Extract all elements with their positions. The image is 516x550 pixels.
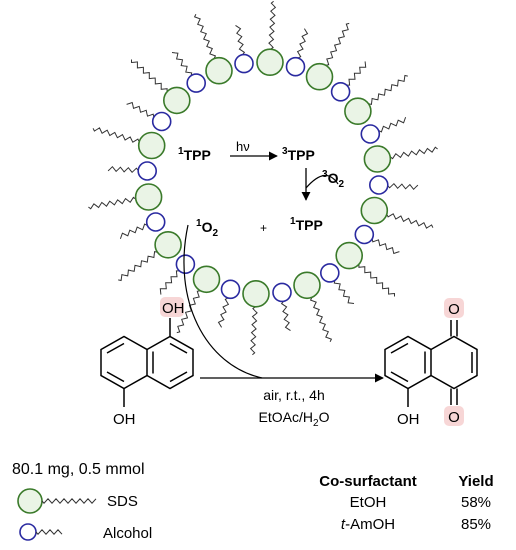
product-hydroxyl: OH: [397, 411, 420, 428]
row-ethanol-yield: 58%: [461, 494, 491, 511]
alcohol-tail: [387, 182, 419, 191]
alcohol-head: [186, 73, 206, 93]
alcohol-head: [330, 82, 351, 102]
alcohol-head: [151, 111, 172, 132]
micelle: [88, 0, 438, 356]
alcohol-head: [234, 53, 254, 74]
carbonyl-highlight-bottom: [444, 406, 464, 426]
sds-tail: [386, 213, 434, 229]
sds-tail: [176, 290, 201, 334]
legend-label-alcohol: Alcohol: [103, 525, 152, 542]
sds-head: [163, 86, 191, 115]
sds-head: [134, 183, 163, 211]
sds-tail: [268, 0, 277, 50]
alcohol-tail: [333, 280, 355, 304]
sds-head: [205, 56, 233, 85]
product-oxo-top: O: [448, 301, 460, 318]
singlet-oxygen-label: 1O2: [196, 218, 218, 239]
sds-head: [293, 271, 321, 300]
sds-head-icon: [17, 488, 43, 514]
sds-head: [344, 97, 372, 125]
sds-head: [242, 279, 270, 308]
alcohol-head: [354, 224, 375, 245]
alcohol-head-icon: [19, 523, 37, 541]
sds-tail: [193, 13, 217, 59]
alcohol-head: [145, 212, 166, 232]
sds-tail: [92, 127, 140, 143]
photosensitization-cycle: 1TPP hν 3TPP 3O2 1O2 + 1TPP: [178, 139, 344, 379]
sds-tail: [368, 74, 408, 105]
sds-tail: [358, 264, 395, 297]
alcohol-head: [368, 175, 389, 195]
alcohol-head: [220, 279, 241, 300]
legend-item-alcohol: Alcohol: [19, 523, 152, 542]
tpp-triplet-label: 3TPP: [282, 146, 315, 163]
sds-head: [154, 231, 182, 259]
alcohol-tail: [126, 101, 155, 118]
alcohol-head: [175, 254, 196, 275]
alcohol-tail: [119, 223, 148, 239]
sds-tail: [389, 146, 438, 160]
alcohol-tail: [217, 297, 230, 328]
product: [384, 320, 478, 407]
alcohol-head: [137, 161, 157, 181]
sm-hydroxyl-top: OH: [162, 300, 185, 317]
header-co-surfactant: Co-surfactant: [319, 473, 417, 490]
results-table: Co-surfactant Yield EtOH 58% t-AmOH 85%: [319, 473, 493, 533]
alcohol-tail: [235, 24, 246, 56]
triplet-oxygen-label: 3O2: [322, 169, 344, 190]
tpp-singlet-label: 1TPP: [178, 146, 211, 163]
sds-tail-icon: [41, 498, 97, 504]
micelle-heads: [134, 48, 392, 308]
alcohol-head: [319, 263, 340, 283]
sds-tail: [309, 297, 333, 343]
row-amyl-alcohol-name: t-AmOH: [341, 516, 395, 533]
header-yield: Yield: [458, 473, 493, 490]
tpp-regenerated-label: 1TPP: [290, 216, 323, 233]
legend: SDS Alcohol: [17, 488, 152, 542]
sds-tail: [131, 59, 168, 92]
alcohol-tail: [346, 61, 367, 86]
row-ethanol-name: EtOH: [350, 494, 387, 511]
sds-head: [335, 241, 364, 270]
alcohol-tail: [378, 117, 407, 133]
sds-tail: [118, 251, 158, 282]
sds-head: [363, 145, 392, 173]
oxygen-delivery-curve: [183, 224, 263, 379]
oxygen-uptake-arc: [305, 174, 339, 189]
alcohol-tail: [280, 300, 291, 332]
light-label: hν: [236, 139, 250, 154]
alcohol-head: [285, 56, 306, 77]
sds-head: [360, 196, 389, 225]
sds-head: [192, 265, 221, 294]
alcohol-tail: [171, 52, 193, 76]
row-amyl-alcohol-yield: 85%: [461, 516, 491, 533]
alcohol-tail: [159, 270, 180, 295]
micelle-tails: [88, 0, 438, 356]
alcohol-head: [360, 124, 381, 144]
alcohol-tail: [296, 28, 309, 59]
conditions-line-2: EtOAc/H2O: [259, 409, 330, 429]
legend-item-sds: SDS: [17, 488, 138, 514]
carbonyl-highlight-top: [444, 298, 464, 318]
hydroxyl-highlight: [160, 297, 184, 317]
plus-sign: +: [260, 221, 267, 235]
amount-label: 80.1 mg, 0.5 mmol: [12, 461, 145, 478]
sds-head: [137, 131, 166, 160]
alcohol-tail-icon: [35, 529, 63, 535]
sds-tail: [325, 22, 350, 66]
conditions-line-1: air, r.t., 4h: [263, 387, 324, 403]
sds-head: [305, 62, 334, 91]
sds-tail: [249, 306, 258, 356]
starting-material: [100, 318, 194, 407]
sds-head: [256, 48, 284, 77]
alcohol-head: [272, 282, 292, 303]
sm-hydroxyl-bottom: OH: [113, 411, 136, 428]
product-oxo-bottom: O: [448, 409, 460, 426]
sds-tail: [88, 196, 137, 210]
alcohol-tail: [107, 165, 139, 174]
alcohol-tail: [371, 238, 400, 255]
legend-label-sds: SDS: [107, 493, 138, 510]
